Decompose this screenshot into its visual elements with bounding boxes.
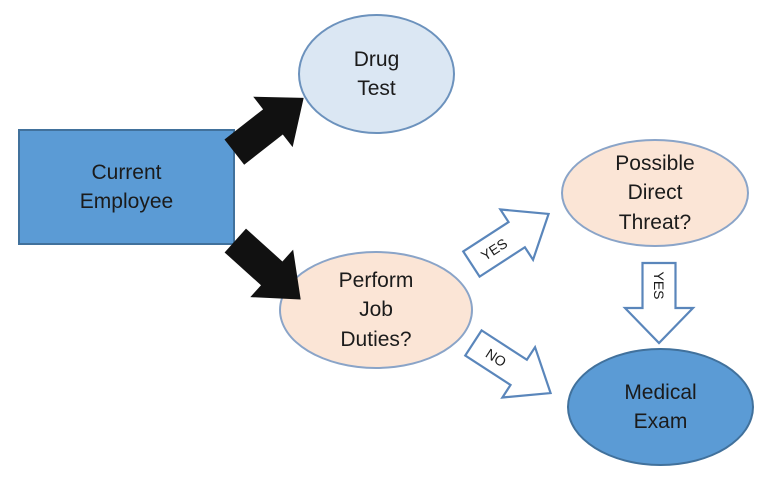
medical-exam-label: Medical Exam (624, 380, 697, 433)
white-block-arrow-icon (463, 328, 553, 399)
yes-down-arrow-label: YES (651, 271, 667, 299)
perform-job-duties-label: Perform Job Duties? (338, 268, 414, 351)
white-block-arrow-icon (622, 261, 696, 345)
black-block-arrow-icon (224, 96, 304, 165)
node-current-employee: Current Employee (18, 129, 235, 245)
arrow-yes-to-possible-direct-threat: YES (461, 208, 551, 279)
node-possible-direct-threat: Possible Direct Threat? (561, 139, 749, 247)
arrow-yes-down-to-medical-exam: YES (622, 261, 696, 345)
possible-direct-threat-label: Possible Direct Threat? (615, 151, 695, 234)
arrow-employee-to-job-duties (224, 228, 301, 300)
node-medical-exam: Medical Exam (567, 348, 754, 466)
white-block-arrow-icon (461, 208, 551, 279)
arrow-employee-to-drug-test (224, 96, 304, 165)
node-drug-test: Drug Test (298, 14, 455, 134)
current-employee-label: Current Employee (79, 160, 174, 213)
black-block-arrow-icon (224, 228, 301, 300)
node-perform-job-duties: Perform Job Duties? (279, 251, 473, 369)
arrow-no-to-medical-exam: NO (463, 328, 553, 399)
drug-test-label: Drug Test (353, 47, 400, 100)
